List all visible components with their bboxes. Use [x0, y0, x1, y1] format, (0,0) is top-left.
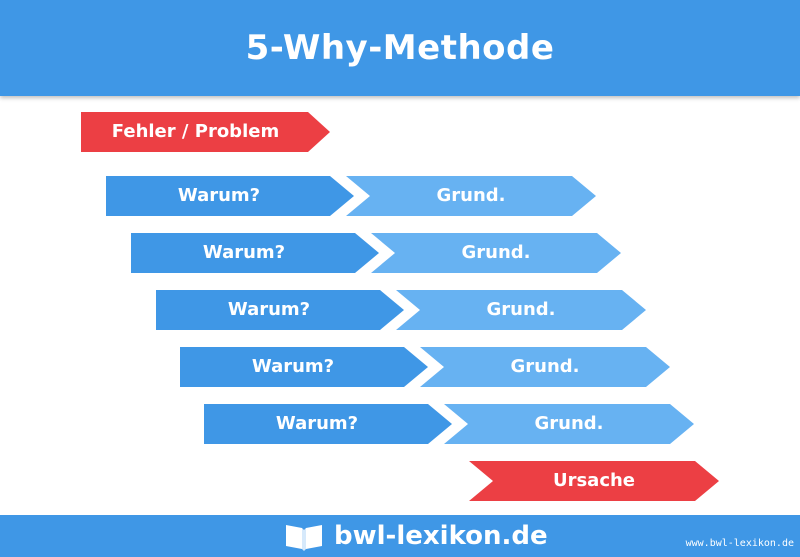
- why-arrow-4: Warum?: [180, 347, 428, 387]
- problem-arrow: Fehler / Problem: [81, 112, 330, 152]
- footer-bar: [0, 515, 800, 557]
- brand-name: bwl-lexikon.de: [334, 521, 548, 551]
- reason-arrow-1: Grund.: [346, 176, 596, 216]
- reason-arrow-2: Grund.: [371, 233, 621, 273]
- header-bar: [0, 0, 800, 96]
- book-icon: [286, 525, 322, 551]
- why-arrow-2: Warum?: [131, 233, 379, 273]
- page-title: 5-Why-Methode: [245, 28, 555, 68]
- reason-arrow-5: Grund.: [444, 404, 694, 444]
- cause-arrow: Ursache: [469, 461, 719, 501]
- why-arrow-1: Warum?: [106, 176, 354, 216]
- reason-arrow-3: Grund.: [396, 290, 646, 330]
- reason-arrow-4: Grund.: [420, 347, 670, 387]
- footer-brand[interactable]: bwl-lexikon.de: [284, 515, 548, 557]
- why-arrow-3: Warum?: [156, 290, 404, 330]
- watermark: www.bwl-lexikon.de: [685, 538, 794, 549]
- why-arrow-5: Warum?: [204, 404, 452, 444]
